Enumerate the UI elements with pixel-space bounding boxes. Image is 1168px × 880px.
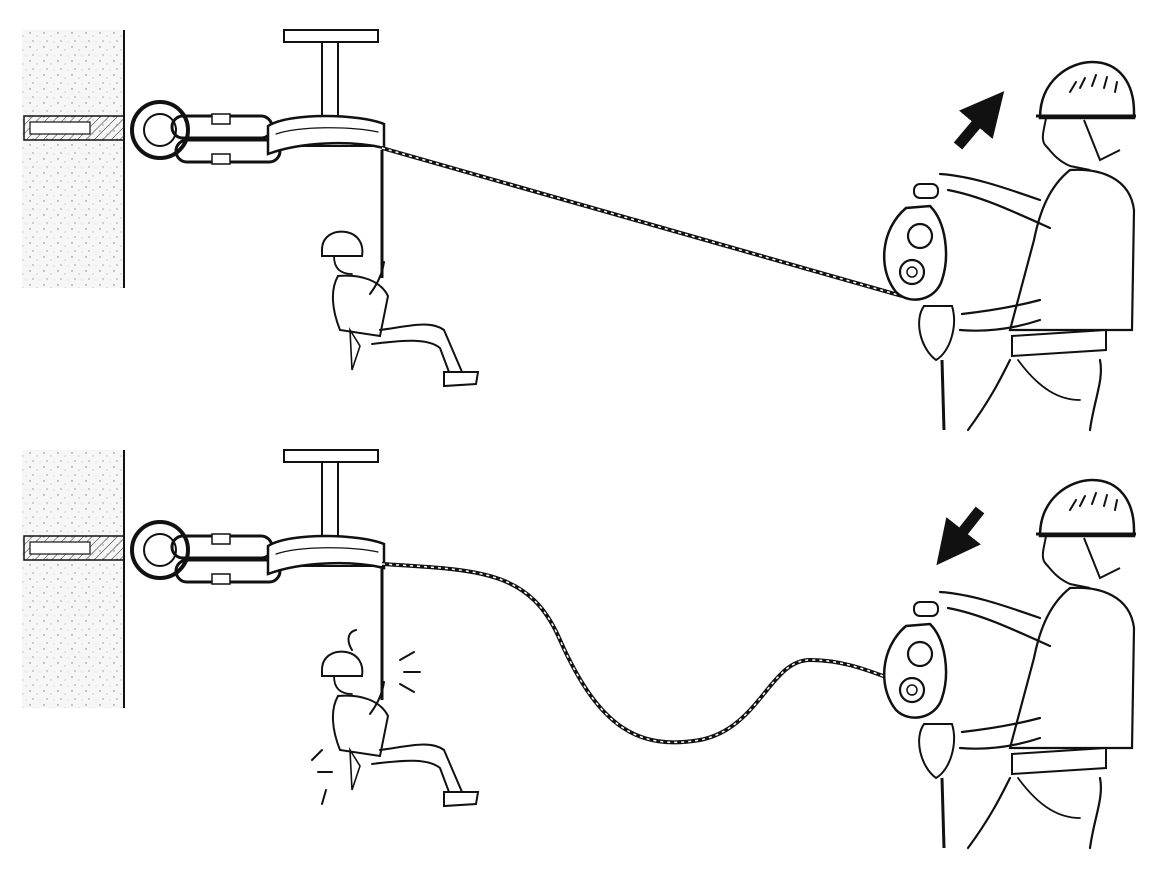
rescued-person-top xyxy=(321,230,479,387)
rescuer-top xyxy=(882,60,1138,432)
arrow-down-icon xyxy=(936,506,985,566)
rescuer-bottom xyxy=(882,478,1138,850)
rescued-person-bottom xyxy=(321,650,479,807)
arrow-up-icon xyxy=(953,91,1005,150)
slack-rope xyxy=(381,562,901,745)
bottom-panel xyxy=(20,448,1138,850)
taut-rope xyxy=(381,146,903,298)
impact-marks xyxy=(311,629,421,805)
top-panel xyxy=(20,28,1138,432)
